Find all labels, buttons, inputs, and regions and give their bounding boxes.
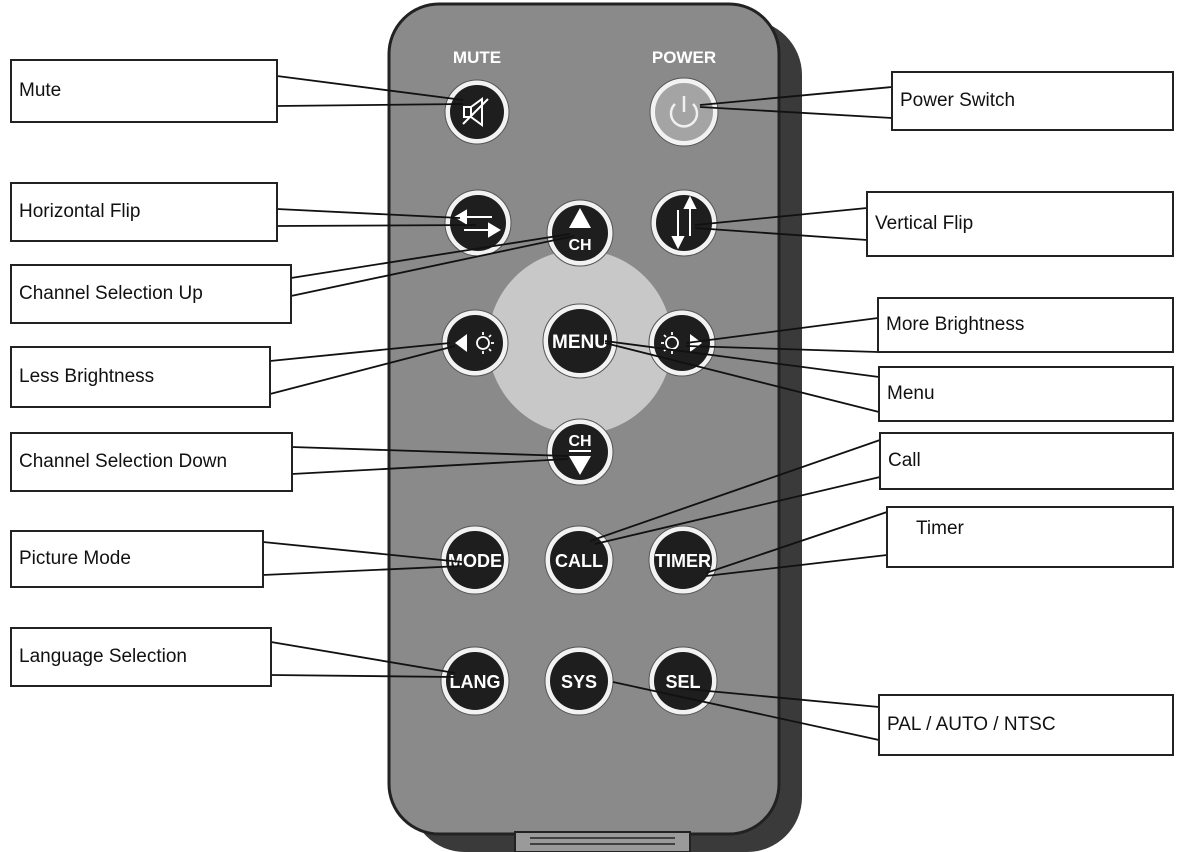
call-callout: Call: [879, 432, 1174, 490]
vertical-flip-button[interactable]: [650, 189, 718, 257]
channel-up-callout: Channel Selection Up: [10, 264, 292, 324]
horizontal-flip-callout: Horizontal Flip: [10, 182, 278, 242]
mode-button[interactable]: MODE: [440, 525, 510, 595]
pal-auto-ntsc-callout: PAL / AUTO / NTSC: [878, 694, 1174, 756]
less-brightness-button[interactable]: [441, 309, 509, 377]
vertical-flip-callout-text: Vertical Flip: [875, 213, 974, 234]
call-label: CALL: [555, 551, 603, 571]
sel-button[interactable]: SEL: [648, 646, 718, 716]
more-brightness-callout: More Brightness: [877, 297, 1174, 353]
arrow-right-icon: [690, 334, 702, 352]
timer-label: TIMER: [655, 551, 711, 571]
more-brightness-button[interactable]: [648, 309, 716, 377]
call-callout-text: Call: [888, 450, 921, 471]
language-selection-callout-text: Language Selection: [19, 646, 187, 667]
timer-callout-text: Timer: [916, 518, 964, 539]
less-brightness-callout: Less Brightness: [10, 346, 271, 408]
remote-bottom-connector: [514, 831, 691, 852]
mute-callout: Mute: [10, 59, 278, 123]
sun-icon: [476, 332, 494, 354]
power-button[interactable]: [649, 77, 719, 147]
leader-lines: [262, 75, 893, 741]
less-brightness-callout-text: Less Brightness: [19, 366, 155, 387]
horizontal-arrows-icon: [454, 209, 501, 238]
horizontal-flip-callout-text: Horizontal Flip: [19, 201, 141, 222]
mute-callout-text: Mute: [19, 80, 62, 101]
sys-button[interactable]: SYS: [544, 646, 614, 716]
channel-down-button[interactable]: CH: [546, 418, 614, 486]
mute-button[interactable]: [444, 79, 510, 145]
lang-label: LANG: [450, 672, 501, 692]
picture-mode-callout: Picture Mode: [10, 530, 264, 588]
menu-callout-text: Menu: [887, 383, 935, 404]
channel-up-label: CH: [568, 237, 591, 254]
vertical-flip-callout: Vertical Flip: [866, 191, 1174, 257]
arrow-left-icon: [455, 334, 467, 352]
timer-button[interactable]: TIMER: [648, 525, 718, 595]
arrow-down-icon: [569, 456, 591, 475]
power-switch-callout-text: Power Switch: [900, 90, 1016, 111]
timer-callout: Timer: [886, 506, 1174, 568]
lang-button[interactable]: LANG: [440, 646, 510, 716]
language-selection-callout: Language Selection: [10, 627, 272, 687]
speaker-muted-icon: [462, 97, 489, 127]
channel-up-callout-text: Channel Selection Up: [19, 283, 203, 304]
more-brightness-callout-text: More Brightness: [886, 314, 1025, 335]
channel-down-callout: Channel Selection Down: [10, 432, 293, 492]
vertical-arrows-icon: [671, 195, 697, 250]
power-switch-callout: Power Switch: [891, 71, 1174, 131]
menu-label: MENU: [552, 332, 608, 353]
channel-down-callout-text: Channel Selection Down: [19, 451, 228, 472]
horizontal-flip-button[interactable]: [444, 189, 512, 257]
menu-button[interactable]: MENU: [542, 303, 618, 379]
sys-label: SYS: [561, 672, 597, 692]
mute-top-label: MUTE: [453, 48, 501, 67]
picture-mode-callout-text: Picture Mode: [19, 548, 131, 569]
pal-auto-ntsc-callout-text: PAL / AUTO / NTSC: [887, 714, 1056, 735]
power-top-label: POWER: [652, 48, 716, 67]
arrow-up-icon: [569, 208, 591, 228]
channel-down-label: CH: [568, 433, 591, 450]
channel-up-button[interactable]: CH: [546, 199, 614, 267]
menu-callout: Menu: [878, 366, 1174, 422]
power-icon: [669, 96, 699, 128]
sel-label: SEL: [665, 672, 700, 692]
